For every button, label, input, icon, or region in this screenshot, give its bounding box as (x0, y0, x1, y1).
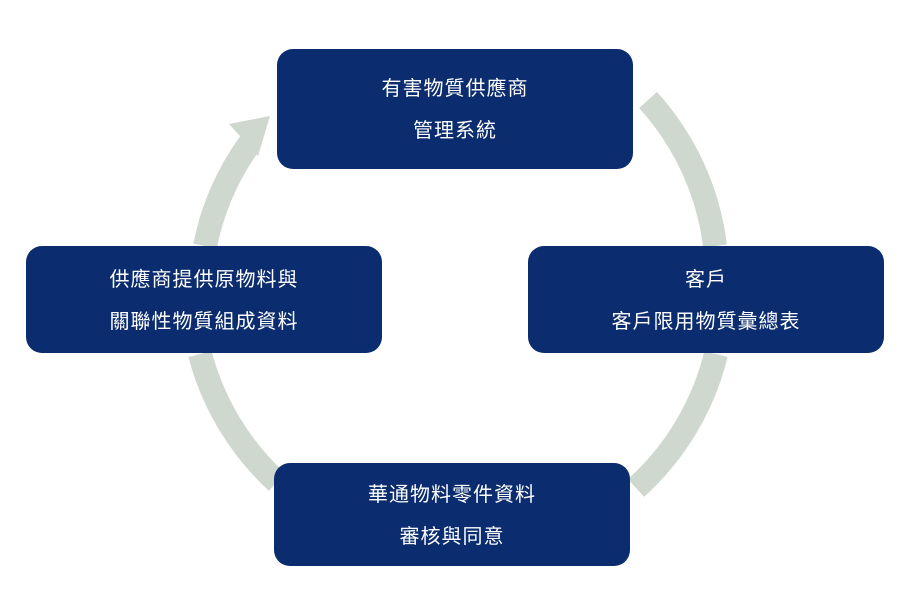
arc-bottom-to-left (188, 350, 286, 491)
node-supplier-hazardous-substance-system: 有害物質供應商 管理系統 (277, 49, 633, 169)
node-left-line-1: 供應商提供原物料與 (109, 266, 299, 291)
node-supplier-material-composition: 供應商提供原物料與 關聯性物質組成資料 (26, 246, 382, 353)
cycle-arrowhead (229, 116, 270, 156)
arc-right-to-bottom (627, 351, 728, 497)
node-top-line-2: 管理系統 (413, 118, 497, 142)
node-left-line-2: 關聯性物質組成資料 (109, 308, 299, 333)
arc-top-to-right (639, 91, 727, 248)
node-material-review-approval: 華通物料零件資料 審核與同意 (274, 463, 630, 566)
node-right-line-2: 客戶限用物質彙總表 (611, 308, 801, 333)
node-right-line-1: 客戶 (685, 266, 727, 291)
node-bottom-line-1: 華通物料零件資料 (368, 481, 536, 506)
node-customer-restricted-substances: 客戶 客戶限用物質彙總表 (528, 246, 884, 353)
node-bottom-line-2: 審核與同意 (399, 523, 505, 548)
node-top-line-1: 有害物質供應商 (381, 76, 529, 100)
arc-left-to-top (193, 135, 260, 249)
